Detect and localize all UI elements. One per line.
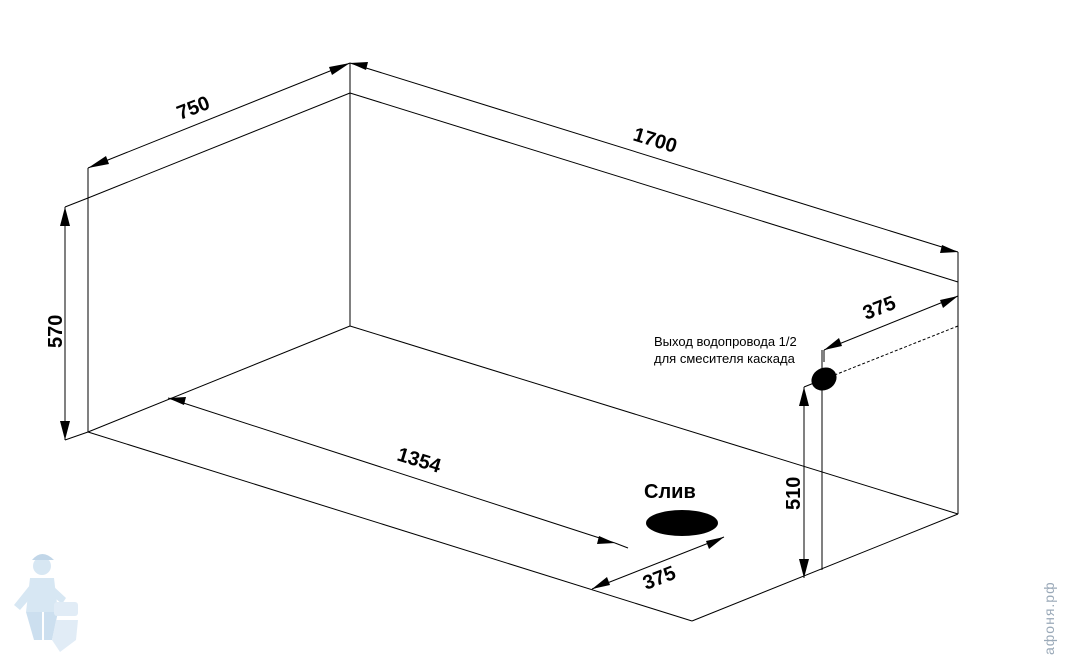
drain-hole-icon [646, 510, 718, 536]
arrow-icon [329, 63, 350, 75]
bottom-front-edge [87, 431, 693, 622]
inlet-hole-icon [811, 367, 837, 391]
arrow-icon [350, 62, 368, 70]
arrow-icon [799, 387, 809, 406]
arrow-icon [60, 207, 70, 226]
drain: Слив [644, 481, 718, 536]
inlet-label-line2: для смесителя каскада [654, 351, 796, 366]
dimension-height: 570 [45, 197, 89, 441]
arrow-icon [60, 421, 70, 440]
watermark-text: афоня.рф [1041, 581, 1057, 655]
dimension-width: 750 [87, 62, 351, 198]
dim-height-label: 570 [45, 315, 67, 348]
arrow-icon [940, 245, 958, 253]
arrow-icon [706, 537, 724, 549]
arrow-icon [592, 577, 610, 589]
top-back-edge [349, 92, 959, 283]
arrow-icon [88, 156, 109, 168]
arrow-icon [597, 536, 615, 544]
dim-drain-offset-label: 375 [640, 562, 679, 594]
water-inlet: Выход водопровода 1/2 для смесителя каск… [654, 334, 837, 391]
arrow-icon [799, 559, 809, 578]
bottom-back-edge [349, 325, 959, 515]
inlet-label-line1: Выход водопровода 1/2 [654, 334, 797, 349]
dimension-drain-offset: 375 [591, 536, 725, 595]
dim-inlet-offset-label: 375 [860, 292, 899, 324]
dimension-drain-distance: 1354 [167, 397, 629, 549]
dimension-inlet-offset: 375 [823, 292, 959, 362]
dimension-inlet-height: 510 [783, 382, 815, 578]
bathtub-outline [87, 92, 959, 622]
arrow-icon [940, 296, 958, 308]
arrow-icon [168, 397, 186, 405]
drain-label: Слив [644, 481, 696, 503]
plumber-mascot-icon [14, 554, 78, 652]
bottom-right-edge [691, 513, 959, 622]
inlet-extension-line [821, 325, 959, 381]
bottom-left-edge [87, 325, 351, 433]
dimension-length: 1700 [349, 62, 959, 282]
dim-drain-distance-label: 1354 [395, 444, 445, 478]
arrow-icon [824, 338, 842, 350]
dim-inlet-height-label: 510 [783, 477, 805, 510]
top-left-edge [87, 92, 351, 199]
